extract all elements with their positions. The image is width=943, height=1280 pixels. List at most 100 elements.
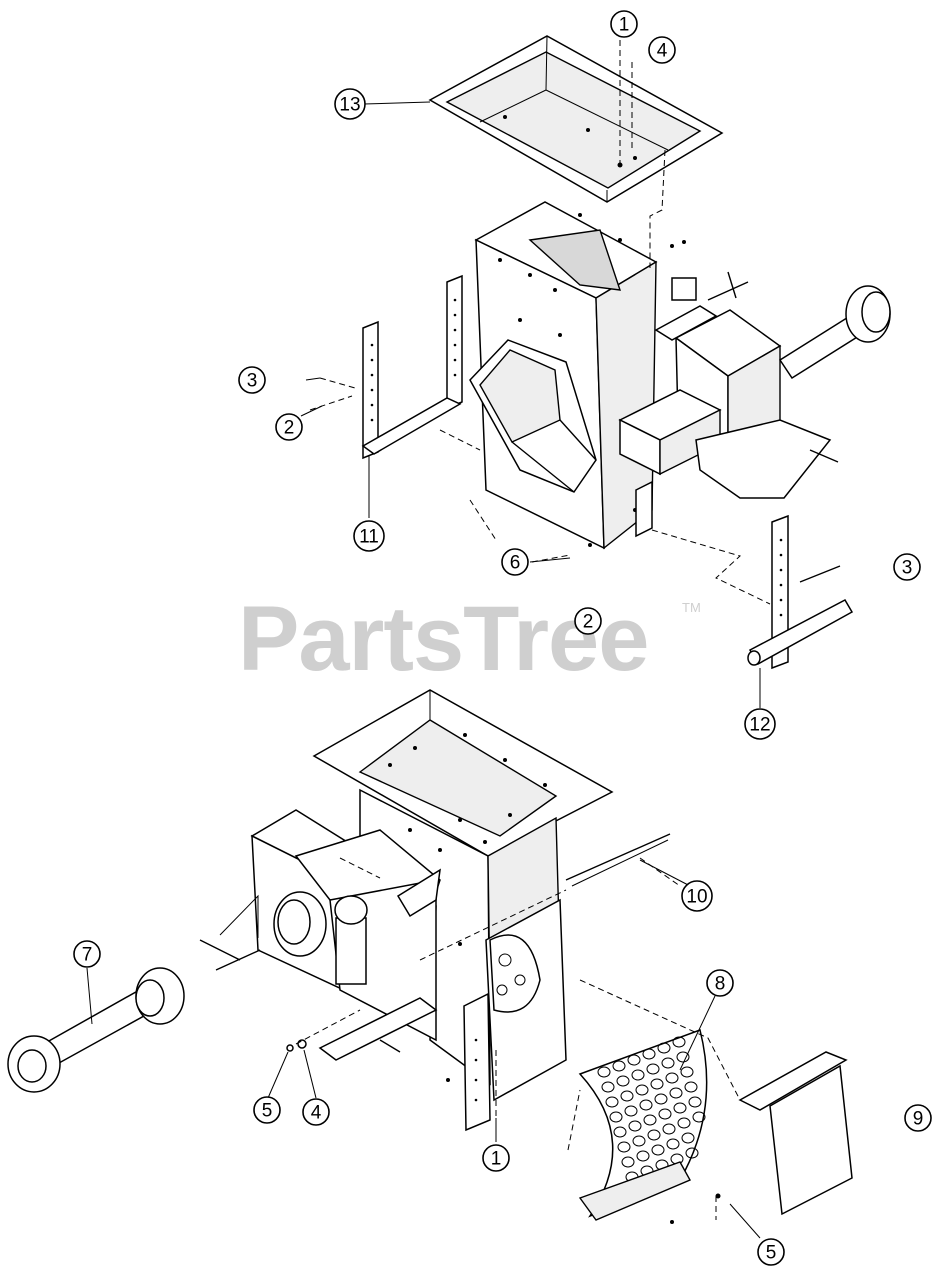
roller-drum-part bbox=[7, 967, 185, 1093]
watermark: PartsTree TM bbox=[238, 588, 701, 690]
watermark-text: PartsTree bbox=[238, 588, 648, 690]
callout-12: 12 bbox=[744, 708, 776, 740]
screen-hole bbox=[651, 1144, 665, 1156]
screen-hole bbox=[658, 1108, 672, 1120]
callout-11: 11 bbox=[353, 520, 385, 552]
fastener-lines-top bbox=[309, 40, 686, 563]
callout-5-bottom-right: 5 bbox=[757, 1238, 785, 1266]
screen-hole bbox=[692, 1111, 706, 1123]
discharge-chute bbox=[469, 339, 597, 493]
callout-7: 7 bbox=[73, 940, 101, 968]
screen-hole bbox=[681, 1132, 695, 1144]
svg-text:8: 8 bbox=[715, 974, 726, 995]
screen-hole bbox=[680, 1066, 694, 1078]
screen-hole bbox=[636, 1150, 650, 1162]
svg-text:1: 1 bbox=[619, 15, 630, 36]
screen-hole bbox=[632, 1135, 646, 1147]
svg-text:10: 10 bbox=[686, 887, 707, 908]
screen-hole bbox=[612, 1060, 626, 1072]
svg-text:4: 4 bbox=[311, 1103, 322, 1124]
callout-4-bottom: 4 bbox=[302, 1098, 330, 1126]
screen-part bbox=[578, 1029, 708, 1221]
svg-text:1: 1 bbox=[491, 1149, 502, 1170]
callout-2-mid: 2 bbox=[574, 607, 602, 635]
svg-text:12: 12 bbox=[749, 715, 770, 736]
callout-3-top: 3 bbox=[238, 366, 266, 394]
screen-hole bbox=[684, 1081, 698, 1093]
bottom-hopper bbox=[312, 689, 614, 857]
svg-text:7: 7 bbox=[82, 945, 93, 966]
callout-8: 8 bbox=[706, 969, 734, 997]
screen-hole bbox=[631, 1069, 645, 1081]
svg-text:5: 5 bbox=[766, 1243, 777, 1264]
callout-9: 9 bbox=[904, 1104, 932, 1132]
svg-text:11: 11 bbox=[359, 527, 379, 548]
screen-hole bbox=[601, 1081, 615, 1093]
leader-lines bbox=[86, 101, 761, 1239]
svg-text:3: 3 bbox=[902, 558, 913, 579]
callout-1-top: 1 bbox=[610, 10, 638, 38]
hopper-tray-part bbox=[428, 35, 724, 203]
screen-hole bbox=[642, 1048, 656, 1060]
svg-text:13: 13 bbox=[339, 95, 360, 116]
svg-text:2: 2 bbox=[284, 418, 295, 439]
svg-text:3: 3 bbox=[247, 371, 258, 392]
deflector-plate-part bbox=[567, 979, 853, 1224]
screen-hole bbox=[676, 1051, 690, 1063]
left-leg-part bbox=[361, 274, 481, 460]
top-assembly bbox=[309, 35, 891, 670]
screen-hole bbox=[665, 1072, 679, 1084]
screen-hole bbox=[666, 1138, 680, 1150]
rotor-window bbox=[489, 934, 541, 1013]
screen-hole bbox=[609, 1111, 623, 1123]
screen-hole bbox=[646, 1063, 660, 1075]
housing-leg-bracket bbox=[635, 480, 653, 538]
svg-text:2: 2 bbox=[583, 612, 594, 633]
engine-side bbox=[199, 809, 441, 1042]
callouts: 1 4 13 3 2 11 6 3 2 12 10 7 8 5 4 1 9 5 bbox=[73, 10, 932, 1266]
screen-hole bbox=[613, 1126, 627, 1138]
screen-hole bbox=[669, 1087, 683, 1099]
screen-hole bbox=[639, 1099, 653, 1111]
screen-hole bbox=[650, 1078, 664, 1090]
screen-hole bbox=[677, 1117, 691, 1129]
callout-5-bottom: 5 bbox=[253, 1096, 281, 1124]
svg-text:9: 9 bbox=[913, 1109, 924, 1130]
screen-hole bbox=[628, 1120, 642, 1132]
screen-hole bbox=[643, 1114, 657, 1126]
screen-hole bbox=[672, 1036, 686, 1048]
svg-text:6: 6 bbox=[510, 553, 521, 574]
svg-text:5: 5 bbox=[262, 1101, 273, 1122]
screen-hole bbox=[635, 1084, 649, 1096]
screen-hole bbox=[661, 1057, 675, 1069]
screen-hole bbox=[605, 1096, 619, 1108]
screen-hole bbox=[685, 1147, 699, 1159]
screen-hole bbox=[620, 1090, 634, 1102]
bottom-assembly bbox=[7, 689, 853, 1224]
watermark-trademark: TM bbox=[682, 600, 701, 615]
screen-hole bbox=[673, 1102, 687, 1114]
callout-4-top: 4 bbox=[648, 36, 676, 64]
screen-hole bbox=[617, 1141, 631, 1153]
roller-drum-top bbox=[778, 285, 891, 380]
screen-hole bbox=[657, 1042, 671, 1054]
screen-hole bbox=[627, 1054, 641, 1066]
callout-3-right: 3 bbox=[893, 553, 921, 581]
screen-hole bbox=[621, 1156, 635, 1168]
screen-hole bbox=[688, 1096, 702, 1108]
frame-bracket-bottom bbox=[286, 857, 497, 1140]
engine-box bbox=[618, 271, 839, 499]
callout-13: 13 bbox=[334, 88, 366, 120]
right-leg-part bbox=[651, 514, 854, 670]
callout-10: 10 bbox=[681, 880, 713, 912]
screen-hole bbox=[654, 1093, 668, 1105]
screen-hole bbox=[616, 1075, 630, 1087]
screen-hole bbox=[662, 1123, 676, 1135]
screen-hole bbox=[597, 1066, 611, 1078]
svg-text:4: 4 bbox=[657, 41, 668, 62]
rod-part bbox=[565, 833, 671, 881]
callout-2-top: 2 bbox=[275, 413, 303, 441]
screen-hole bbox=[624, 1105, 638, 1117]
callout-6: 6 bbox=[501, 548, 529, 576]
